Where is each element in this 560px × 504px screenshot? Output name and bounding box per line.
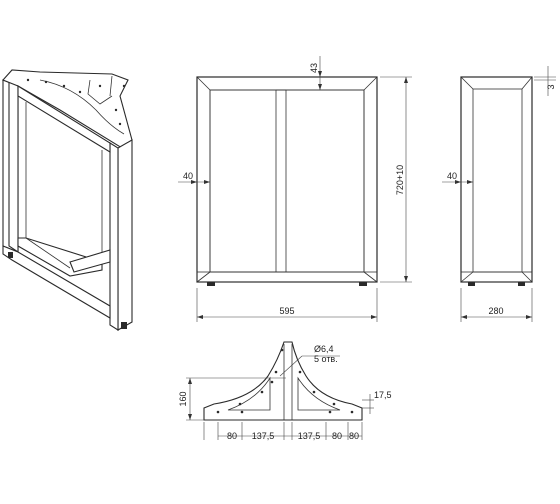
bracket-holes [216,348,354,414]
hole-count-label: 5 отв. [314,354,338,364]
spacing-label: 80 [349,431,359,441]
edge-offset-label: 17,5 [374,390,392,400]
side-depth-label: 280 [488,306,503,316]
front-top-depth-label: 43 [309,63,319,73]
front-view [178,56,412,322]
spacing-label: 80 [332,431,342,441]
front-width-label: 595 [279,306,294,316]
side-view [442,66,556,322]
bracket-view [186,341,374,440]
bracket-height-label: 160 [178,391,188,406]
hole-diameter-label: Ø6,4 [314,344,334,354]
dimension-labels: 595 720+10 43 40 280 40 3 160 Ø6,4 5 отв… [178,63,556,441]
front-height-label: 720+10 [395,165,405,195]
front-profile-label: 40 [183,171,193,181]
bracket-holes-iso [26,78,126,126]
side-plate-label: 3 [546,84,556,89]
spacing-label: 80 [227,431,237,441]
spacing-label: 137,5 [252,431,275,441]
side-profile-label: 40 [447,171,457,181]
spacing-label: 137,5 [298,431,321,441]
isometric-view [2,69,133,331]
